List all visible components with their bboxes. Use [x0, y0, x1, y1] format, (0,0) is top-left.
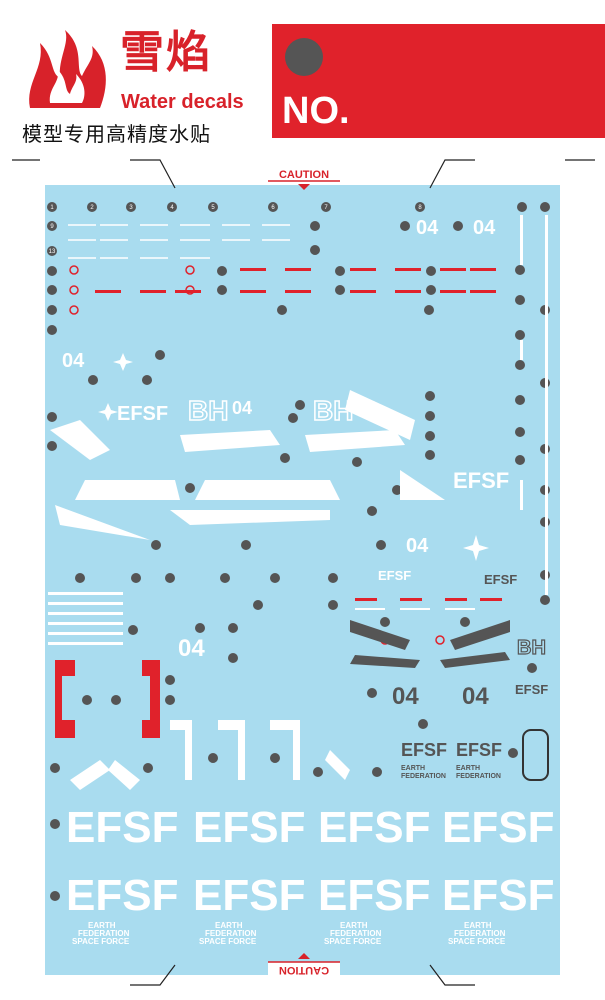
mark-efsf-large-6: EFSF [193, 871, 305, 920]
efsf-large-row1: EFSF EFSF EFSF EFSF [66, 803, 554, 852]
svg-text:4: 4 [170, 205, 174, 211]
mark-04-g: 04 [178, 635, 205, 662]
svg-text:8: 8 [418, 205, 422, 211]
vertical-white-bars [520, 215, 548, 595]
number-dot [285, 38, 323, 76]
red-stripes [95, 268, 502, 601]
mark-spaceforce-2: SPACE FORCE [199, 937, 257, 946]
mark-earth-gray-d: EARTH [456, 765, 480, 772]
mark-efsf-c: EFSF [378, 568, 411, 583]
mark-efsf-gray-d: EFSF [456, 740, 502, 760]
sheet-background [45, 185, 560, 975]
svg-text:3: 3 [129, 205, 133, 211]
red-side-panels [55, 660, 160, 738]
gray-chevron-panels [350, 620, 510, 668]
mark-efsf-large-7: EFSF [318, 871, 430, 920]
mark-04-f: 04 [406, 535, 429, 557]
svg-text:13: 13 [49, 249, 56, 255]
mark-earth-3: EARTH [340, 921, 368, 930]
mark-efsf-b: EFSF [453, 468, 509, 493]
svg-text:9: 9 [50, 224, 54, 230]
mark-earth-2: EARTH [215, 921, 243, 930]
header: 雪焰 Water decals 模型专用高精度水贴 NO. [0, 0, 605, 150]
brand-english: Water decals [121, 91, 244, 113]
gray-capsule-outline [522, 729, 549, 781]
svg-text:1: 1 [50, 205, 54, 211]
mark-earth-4: EARTH [464, 921, 492, 930]
mark-efsf-large-1: EFSF [66, 803, 178, 852]
svg-text:6: 6 [271, 205, 275, 211]
caution-bottom-marker [268, 953, 340, 976]
mark-efsf-large-8: EFSF [442, 871, 554, 920]
mark-04-gray-b: 04 [462, 683, 489, 710]
circle-badges [69, 265, 445, 645]
number-box [272, 24, 605, 138]
mark-efsf-gray-c: EFSF [401, 740, 447, 760]
mark-04-a: 04 [416, 217, 439, 239]
mark-04-d: 04 [232, 398, 252, 418]
crop-marks [12, 159, 595, 986]
mark-spaceforce-4: SPACE FORCE [448, 937, 506, 946]
mark-earth-gray-c: EARTH [401, 765, 425, 772]
mark-efsf-large-2: EFSF [193, 803, 305, 852]
number-dots-row1 [47, 202, 550, 901]
mark-spaceforce-3: SPACE FORCE [324, 937, 382, 946]
mark-efsf-large-4: EFSF [442, 803, 554, 852]
caution-top: CAUTION [278, 169, 330, 181]
mark-bh-a: BH [188, 395, 228, 426]
mark-efsf-gray-a: EFSF [484, 572, 517, 587]
svg-text:5: 5 [211, 205, 215, 211]
svg-text:7: 7 [324, 205, 328, 211]
mark-bh-gray: BH [517, 637, 546, 659]
mark-federation-4: FEDERATION [454, 929, 506, 938]
mark-federation-gray-c: FEDERATION [401, 773, 446, 780]
caution-bottom: CAUTION [278, 964, 330, 976]
mark-federation-1: FEDERATION [78, 929, 130, 938]
mark-04-c: 04 [62, 350, 85, 372]
mark-efsf-large-5: EFSF [66, 871, 178, 920]
svg-text:2: 2 [90, 205, 94, 211]
brand-subtitle: 模型专用高精度水贴 [22, 122, 211, 146]
white-stripe-lines [48, 592, 475, 645]
mark-efsf-gray-b: EFSF [515, 682, 548, 697]
white-panels [50, 390, 445, 790]
mark-efsf-a: EFSF [117, 403, 168, 425]
star-badges [98, 353, 489, 561]
flame-logo-icon [29, 30, 106, 108]
mark-04-gray-a: 04 [392, 683, 419, 710]
mark-earth-1: EARTH [88, 921, 116, 930]
mark-federation-2: FEDERATION [205, 929, 257, 938]
efsf-large-row2: EFSF EFSF EFSF EFSF EARTH EARTH EARTH EA… [66, 871, 554, 946]
brand-title: 雪焰 [120, 27, 212, 78]
mark-federation-3: FEDERATION [330, 929, 382, 938]
dot-numbers: 1 2 3 4 5 6 7 8 9 13 [49, 205, 423, 255]
mark-federation-gray-d: FEDERATION [456, 773, 501, 780]
small-markings [68, 224, 290, 259]
number-label: NO. [282, 90, 350, 132]
mark-spaceforce-1: SPACE FORCE [72, 937, 130, 946]
mark-efsf-large-3: EFSF [318, 803, 430, 852]
mark-04-b: 04 [473, 217, 496, 239]
caution-top-marker [268, 167, 340, 190]
